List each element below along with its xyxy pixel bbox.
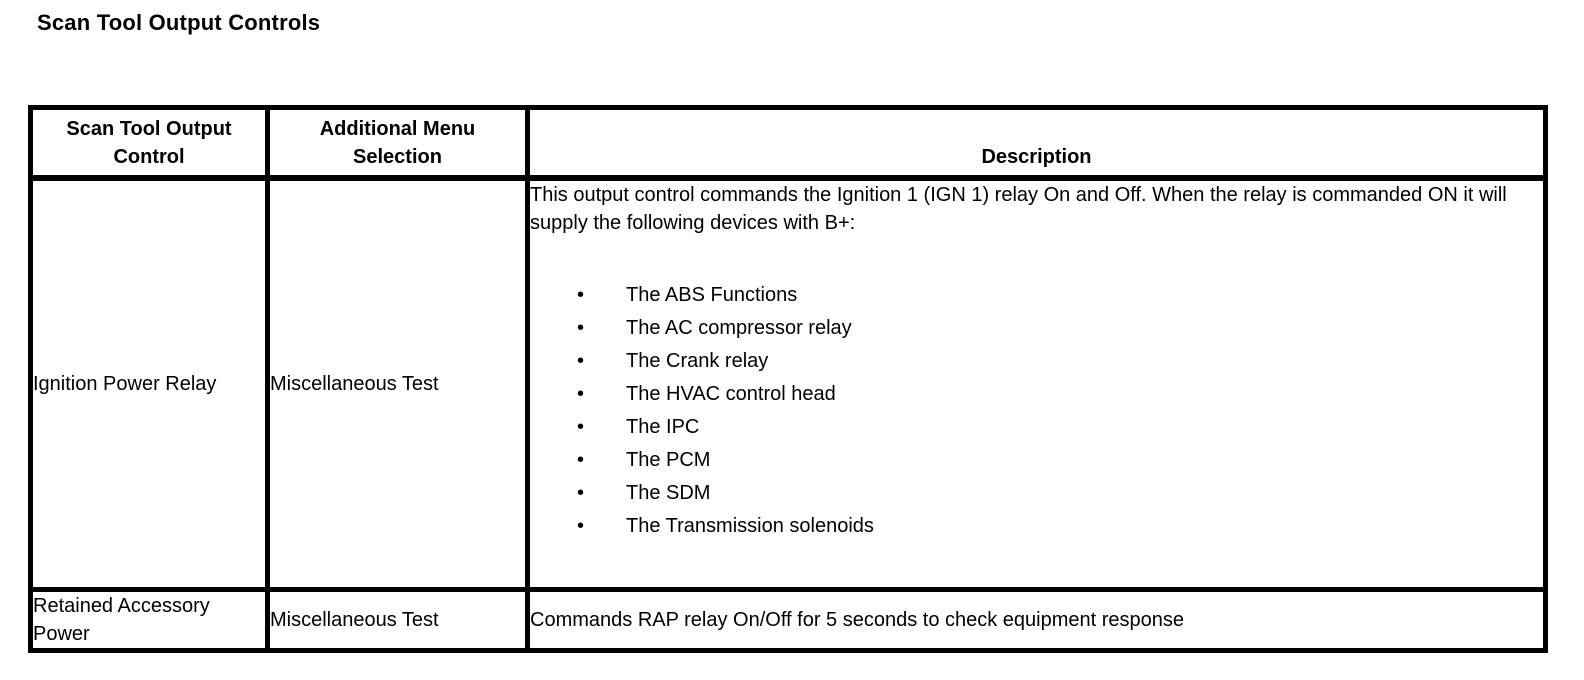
description-bullet-list: • The ABS Functions • The AC compressor rel… xyxy=(530,279,1543,543)
bullet-item-label: The Transmission solenoids xyxy=(626,515,874,537)
table-row-ignition-power-relay: Ignition Power Relay Miscellaneous Test … xyxy=(28,175,1548,592)
bullet-list-item: • The IPC xyxy=(530,411,1543,444)
header-cell-menu-selection: Additional Menu Selection xyxy=(265,105,530,181)
bullet-item-label: The PCM xyxy=(626,449,711,471)
bullet-list-item: • The AC compressor relay xyxy=(530,312,1543,345)
cell-menu-selection-row2: Miscellaneous Test xyxy=(265,587,530,653)
table-header-row: Scan Tool Output Control Additional Menu… xyxy=(28,105,1548,181)
bullet-list-item: • The Transmission solenoids xyxy=(530,510,1543,543)
cell-description-row2: Commands RAP relay On/Off for 5 seconds … xyxy=(525,587,1548,653)
bullet-list-item: • The PCM xyxy=(530,444,1543,477)
bullet-icon: • xyxy=(577,383,585,405)
scan-tool-output-controls-table: Scan Tool Output Control Additional Menu… xyxy=(28,105,1548,653)
bullet-item-label: The IPC xyxy=(626,416,700,438)
bullet-icon: • xyxy=(577,284,585,306)
bullet-icon: • xyxy=(577,350,585,372)
bullet-list-item: • The Crank relay xyxy=(530,345,1543,378)
bullet-list-item: • The SDM xyxy=(530,477,1543,510)
cell-description-row1: This output control commands the Ignitio… xyxy=(525,175,1548,592)
bullet-icon: • xyxy=(577,416,585,438)
bullet-item-label: The AC compressor relay xyxy=(626,317,852,339)
control-label: Retained Accessory Power xyxy=(33,595,210,645)
description-intro-text: This output control commands the Ignitio… xyxy=(530,184,1507,234)
control-label: Ignition Power Relay xyxy=(33,373,217,395)
bullet-item-label: The Crank relay xyxy=(626,350,769,372)
bullet-icon: • xyxy=(577,449,585,471)
cell-control-ignition-power-relay: Ignition Power Relay xyxy=(28,175,270,592)
bullet-list-item: • The ABS Functions xyxy=(530,279,1543,312)
header-cell-output-control: Scan Tool Output Control xyxy=(28,105,270,181)
cell-control-retained-accessory-power: Retained Accessory Power xyxy=(28,587,270,653)
page-title: Scan Tool Output Controls xyxy=(37,10,321,35)
cell-menu-selection-row1: Miscellaneous Test xyxy=(265,175,530,592)
bullet-item-label: The ABS Functions xyxy=(626,284,798,306)
table-row-retained-accessory-power: Retained Accessory Power Miscellaneous T… xyxy=(28,587,1548,653)
bullet-item-label: The HVAC control head xyxy=(626,383,836,405)
header-cell-description: Description xyxy=(525,105,1548,181)
bullet-list-item: • The HVAC control head xyxy=(530,378,1543,411)
bullet-icon: • xyxy=(577,482,585,504)
bullet-item-label: The SDM xyxy=(626,482,711,504)
bullet-icon: • xyxy=(577,317,585,339)
bullet-icon: • xyxy=(577,515,585,537)
